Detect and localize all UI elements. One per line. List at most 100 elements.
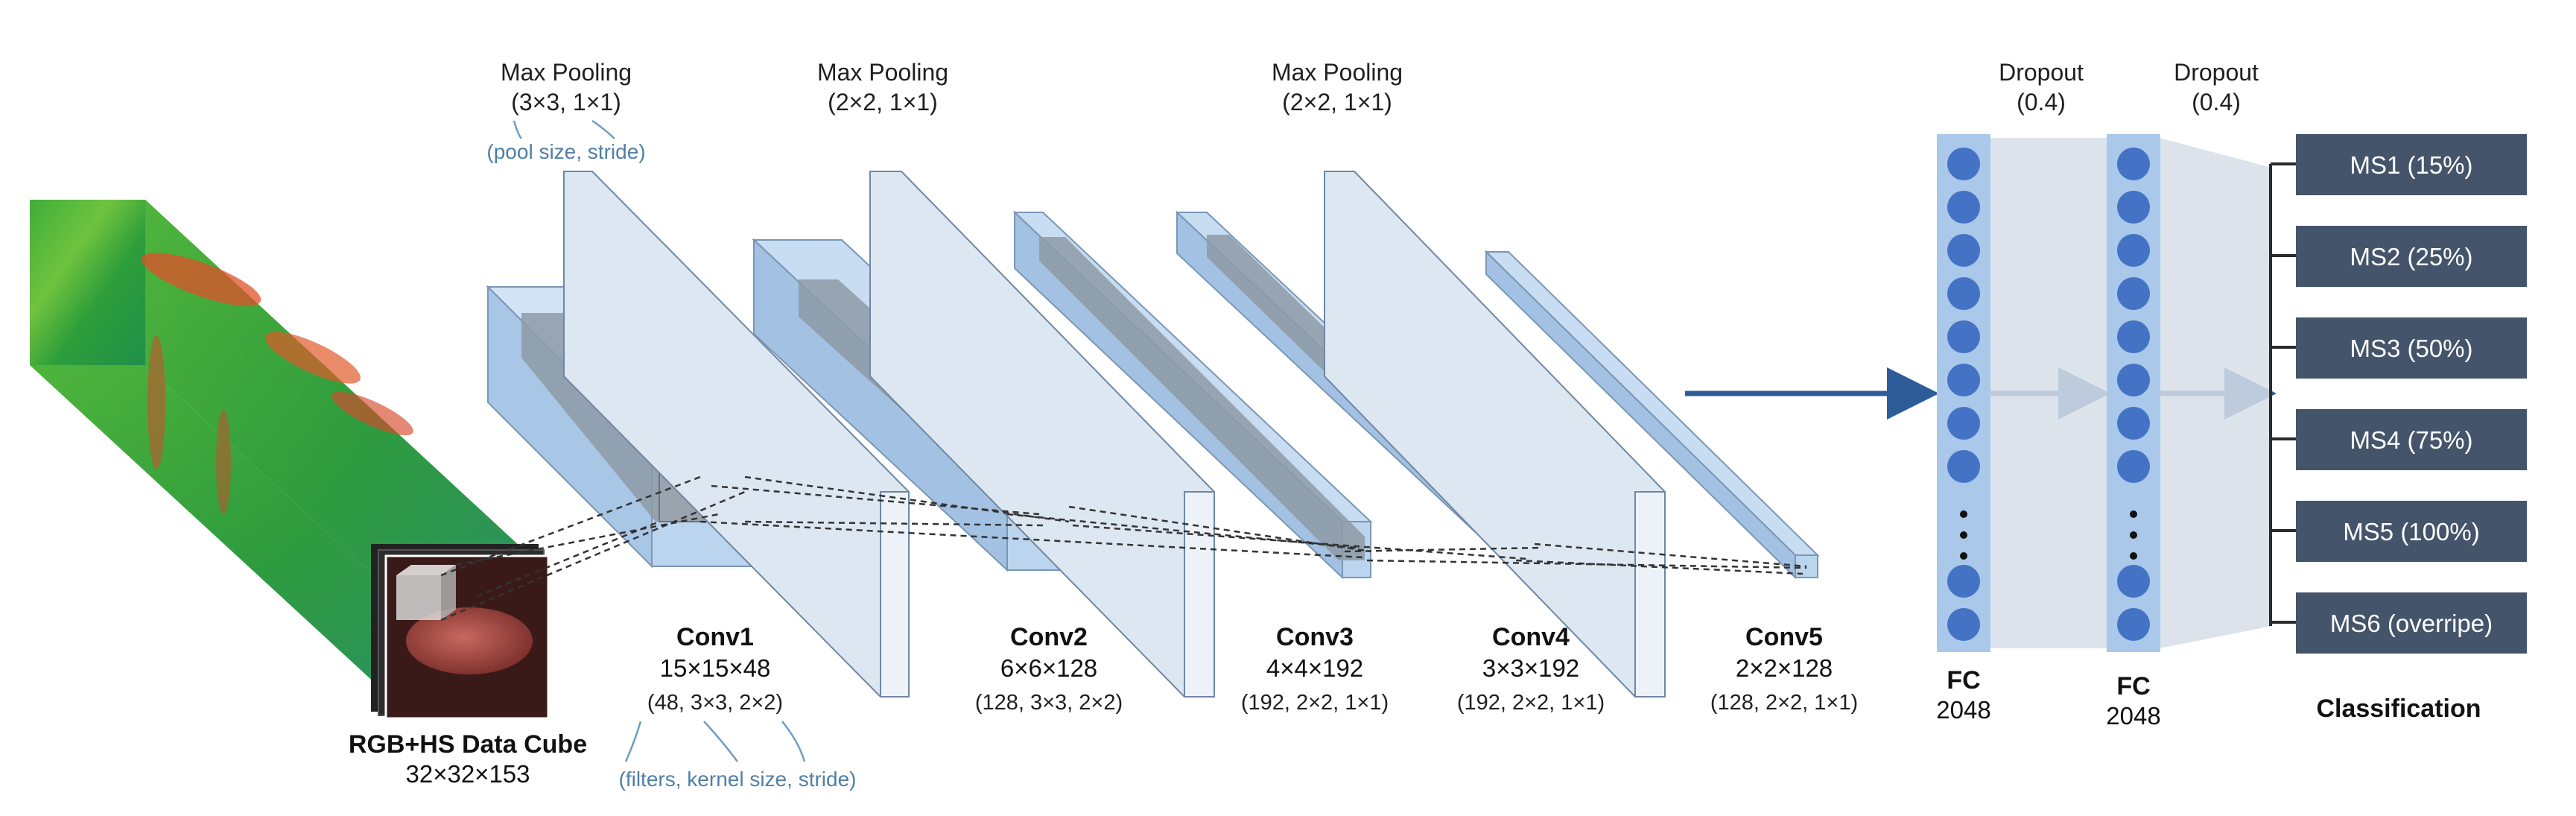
fc1-name: FC (1947, 666, 1980, 695)
conv5-dims: 2×2×128 (1736, 654, 1833, 682)
dropout2-label: Dropout (2174, 59, 2259, 86)
class-label-ms2: MS2 (25%) (2350, 243, 2472, 271)
conv2-name: Conv2 (1010, 623, 1088, 651)
conv3-name: Conv3 (1276, 623, 1354, 651)
fc-neuron (1947, 407, 1980, 440)
class-label-ms1: MS1 (15%) (2350, 151, 2472, 179)
input-patch-top (396, 565, 456, 575)
ellipsis-dot (1960, 552, 1967, 560)
conv2-params: (128, 3×3, 2×2) (975, 691, 1123, 715)
fc2-name: FC (2116, 672, 2150, 700)
fc-neuron (1947, 364, 1980, 396)
fc-neuron (2117, 608, 2150, 641)
conv5-name: Conv5 (1745, 623, 1823, 651)
fc-neuron (2117, 565, 2150, 598)
class-box-ms2 (2296, 226, 2527, 287)
fc-neuron (2117, 450, 2150, 483)
class-box-ms4 (2296, 409, 2527, 470)
spectral-hotspot (141, 253, 261, 306)
fc-neuron (1947, 608, 1980, 641)
ellipsis-dot (1960, 510, 1967, 518)
conv4-name: Conv4 (1492, 623, 1570, 651)
fc-neuron (2117, 191, 2150, 224)
pool-note-connector (591, 119, 615, 139)
class-box-ms5 (2296, 501, 2527, 562)
pool3-params: (2×2, 1×1) (1282, 89, 1392, 116)
fc-neuron (2117, 277, 2150, 310)
pool-note-connector (513, 120, 522, 139)
class-label-ms3: MS3 (50%) (2350, 335, 2472, 362)
conv3-block (1012, 210, 1373, 580)
dropout1-label: Dropout (1999, 59, 2084, 86)
class-label-ms5: MS5 (100%) (2343, 518, 2479, 545)
conv1-name: Conv1 (676, 623, 754, 651)
input-data-cube (30, 200, 550, 720)
fc2-class-connection (2159, 138, 2272, 648)
spectral-hotspot (264, 332, 361, 384)
fc1-neurons (1947, 148, 1980, 641)
class-label-ms4: MS4 (75%) (2350, 426, 2472, 454)
conv3-inner-kernel (1039, 237, 1365, 560)
conv5-params: (128, 2×2, 1×1) (1710, 691, 1858, 715)
input-patch-front (396, 575, 441, 620)
data-cube-front-face (30, 200, 145, 365)
conv3-dims: 4×4×192 (1266, 654, 1363, 682)
ellipsis-dot (2130, 531, 2137, 539)
fc-neuron (2117, 234, 2150, 267)
conv-note: (filters, kernel size, stride) (619, 768, 857, 791)
spectral-hotspot (216, 410, 231, 514)
class-label-ms6: MS6 (overripe) (2330, 610, 2493, 637)
pool1-plane-edge (880, 491, 910, 698)
dropout2-rate: (0.4) (2192, 89, 2241, 116)
conv5-block (1484, 250, 1820, 580)
pool1-note: (pool size, stride) (486, 140, 645, 163)
class-list: MS1 (15%) MS2 (25%) MS3 (50%) MS4 (75%) … (2296, 134, 2527, 654)
fc-neuron (2117, 407, 2150, 440)
pool1-label: Max Pooling (501, 59, 632, 86)
fc-neuron (1947, 148, 1980, 180)
fc-neuron (1947, 234, 1980, 267)
conv3-params: (192, 2×2, 1×1) (1241, 691, 1389, 715)
receptive-field-lines (440, 475, 1807, 622)
spectral-hotspot (147, 335, 165, 469)
fc2-units: 2048 (2106, 702, 2160, 730)
classifier-bracket (2269, 162, 2296, 626)
fc-neuron (1947, 277, 1980, 310)
fc-neuron (1947, 450, 1980, 483)
pool3-label: Max Pooling (1272, 59, 1403, 86)
conv-note-connector (781, 721, 806, 762)
pool2-plane-edge (1184, 491, 1215, 698)
pool3-plane-edge (1634, 491, 1666, 698)
pool1-params: (3×3, 1×1) (511, 89, 621, 116)
spectral-hotspot (331, 391, 413, 436)
class-box-ms6 (2296, 592, 2527, 654)
class-box-ms3 (2296, 317, 2527, 379)
fc-neuron (1947, 565, 1980, 598)
class-box-ms1 (2296, 134, 2527, 195)
conv1-dims: 15×15×48 (660, 654, 771, 682)
dropout1-rate: (0.4) (2017, 89, 2066, 116)
conv-note-connector (624, 721, 642, 762)
fc-neuron (2117, 148, 2150, 180)
classification-title: Classification (2316, 695, 2481, 723)
conv4-dims: 3×3×192 (1482, 654, 1579, 682)
input-dims: 32×32×153 (405, 760, 530, 788)
ellipsis-dot (2130, 510, 2137, 518)
conv4-params: (192, 2×2, 1×1) (1457, 691, 1605, 715)
fc-neuron (2117, 364, 2150, 396)
fc1-fc2-connection (1989, 138, 2107, 648)
input-patch-side (441, 565, 456, 620)
ellipsis-dot (2130, 552, 2137, 560)
sweet-potato-image (406, 607, 533, 674)
fc1-units: 2048 (1936, 696, 1990, 724)
fc-neuron (1947, 191, 1980, 224)
input-label: RGB+HS Data Cube (349, 730, 587, 759)
ellipsis-dot (1960, 531, 1967, 539)
fc-neuron (1947, 320, 1980, 353)
conv1-params: (48, 3×3, 2×2) (647, 691, 783, 715)
fc2-neurons (2117, 148, 2150, 641)
conv2-dims: 6×6×128 (1000, 654, 1097, 682)
pool2-label: Max Pooling (817, 59, 948, 86)
conv-note-connector (703, 721, 739, 762)
